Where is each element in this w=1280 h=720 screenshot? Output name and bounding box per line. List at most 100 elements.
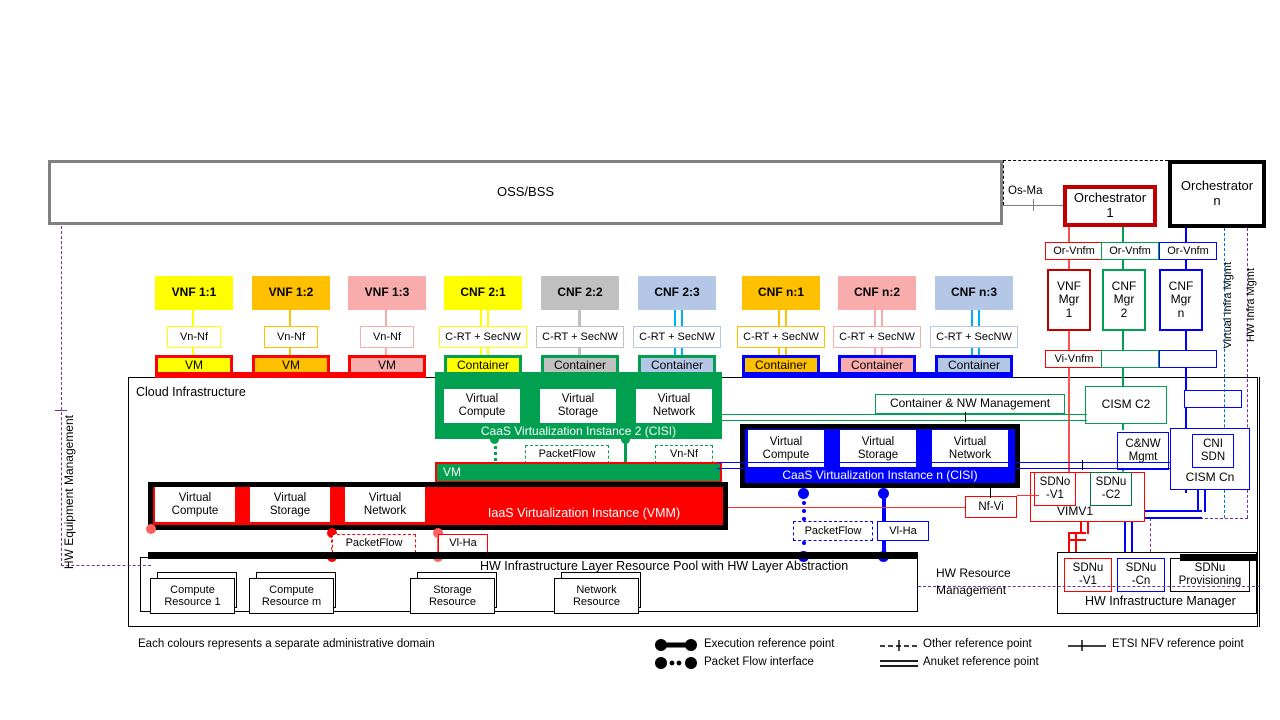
rp-packetflow-vmm[interactable]: PacketFlow	[332, 534, 416, 553]
runtime-label: VM	[282, 358, 300, 373]
nf-label: CNF n:1	[758, 285, 804, 300]
rp-crt-8[interactable]: C-RT + SecNW	[833, 326, 921, 348]
nf-box-cnf-2-2[interactable]: CNF 2:2	[541, 276, 619, 310]
vmm-virtual-storage[interactable]: Virtual Storage	[250, 487, 330, 522]
sdnu-provisioning-box[interactable]: SDNu Provisioning	[1170, 558, 1250, 592]
orchestrator-n-box[interactable]: Orchestrator n	[1168, 160, 1266, 228]
cni-sdn-box[interactable]: CNI SDN	[1192, 434, 1234, 468]
rp-label: C-RT + SecNW	[542, 330, 618, 343]
sdno-v1-box[interactable]: SDNo -V1	[1034, 472, 1076, 506]
runtime-label: Container	[553, 358, 607, 373]
hw-resource-1[interactable]: Compute Resource 1	[150, 578, 235, 614]
cnf-mgr-2-box[interactable]: CNF Mgr 2	[1102, 269, 1146, 331]
nf-box-cnf-n-1[interactable]: CNF n:1	[742, 276, 820, 310]
nf-box-vnf-1-3[interactable]: VNF 1:3	[348, 276, 426, 310]
rp-vn-nf-1[interactable]: Vn-Nf	[167, 326, 221, 348]
hwres-line1: Compute	[170, 583, 215, 596]
rp-vn-nf-cisi2[interactable]: Vn-Nf	[655, 445, 713, 464]
rp-nf-vi[interactable]: Nf-Vi	[965, 496, 1017, 518]
hw-equipment-mgmt-tick	[55, 410, 67, 411]
rp-mgr3-bottom[interactable]	[1159, 350, 1217, 368]
vimv1-label: VIMV1	[1057, 504, 1094, 518]
rp-mgr2-bottom[interactable]	[1101, 350, 1159, 368]
cism-cn-down-line	[1197, 490, 1206, 512]
vmm-virtual-compute[interactable]: Virtual Compute	[155, 487, 235, 522]
runtime-label: VM	[378, 358, 396, 373]
vmm-virtual-network[interactable]: Virtual Network	[345, 487, 425, 522]
oss-bss-box[interactable]: OSS/BSS	[48, 160, 1003, 225]
nf-box-cnf-2-1[interactable]: CNF 2:1	[444, 276, 522, 310]
vc2-line2: Compute	[762, 448, 810, 461]
rp-packetflow-cisin[interactable]: PacketFlow	[793, 521, 873, 541]
rp-vlha-vmm[interactable]: Vl-Ha	[438, 534, 488, 553]
dot-cisin-packetflow-top	[798, 488, 809, 499]
rp-vi-vnfm[interactable]: Vi-Vnfm	[1045, 350, 1103, 368]
cnf-mgr-n-box[interactable]: CNF Mgr n	[1159, 269, 1203, 331]
cisi2-virtual-compute[interactable]: Virtual Compute	[444, 389, 520, 423]
mgr2-line3: 2	[1120, 305, 1128, 320]
vimv1-down-line-2	[1068, 534, 1077, 558]
mgr3-line2: Mgr	[1170, 292, 1192, 307]
vmm-label: IaaS Virtualization Instance (VMM)	[487, 506, 681, 520]
orchestrator-1-box[interactable]: Orchestrator 1	[1063, 185, 1157, 227]
nf-box-vnf-1-2[interactable]: VNF 1:2	[252, 276, 330, 310]
nf-box-cnf-n-3[interactable]: CNF n:3	[935, 276, 1013, 310]
rp-or-vnfm-3[interactable]: Or-Vnfm	[1159, 242, 1217, 260]
cisin-virtual-storage[interactable]: Virtual Storage	[840, 430, 916, 467]
hw-pool-box	[140, 557, 918, 612]
vn2-line1: Virtual	[953, 435, 987, 448]
vm-bar-green[interactable]	[435, 462, 722, 483]
nf-label: VNF 1:3	[364, 285, 410, 300]
rp-packetflow-cisi2[interactable]: PacketFlow	[525, 445, 609, 464]
hw-resource-2[interactable]: Compute Resource m	[249, 578, 334, 614]
sdnu-cn-up-line	[1124, 510, 1133, 558]
legend-anuket-icon	[880, 660, 918, 667]
rp-crt-6[interactable]: C-RT + SecNW	[633, 326, 721, 348]
vnf-mgr-1-box[interactable]: VNF Mgr 1	[1047, 269, 1091, 331]
runtime-box-vm-1[interactable]: VM	[155, 355, 233, 377]
runtime-label: Container	[456, 358, 510, 373]
sdnuv1-line2: -V1	[1079, 575, 1097, 587]
rp-label: Vn-Nf	[372, 330, 402, 343]
rp-vn-nf-3[interactable]: Vn-Nf	[360, 326, 414, 348]
cisi-n-label: CaaS Virtualization Instance n (CISI)	[782, 467, 978, 482]
nf-vi-tick	[990, 488, 991, 498]
mgr3-line3: n	[1177, 305, 1185, 320]
cisi2-virtual-storage[interactable]: Virtual Storage	[540, 389, 616, 423]
c-nw-mgmt-box[interactable]: C&NW Mgmt	[1117, 432, 1169, 470]
vs3-line1: Virtual	[273, 491, 307, 504]
rp-vn-nf-2[interactable]: Vn-Nf	[264, 326, 318, 348]
nf-box-cnf-n-2[interactable]: CNF n:2	[838, 276, 916, 310]
nf-box-cnf-2-3[interactable]: CNF 2:3	[638, 276, 716, 310]
legend-anuket-label: Anuket reference point	[923, 656, 1039, 668]
legend-packetflow-icon	[655, 657, 697, 669]
orchestrator-1-label: Orchestrator	[1073, 190, 1147, 206]
vmm-band[interactable]	[148, 482, 728, 530]
c-nw-mgmt-double-line	[717, 462, 1177, 469]
nf-box-vnf-1-1[interactable]: VNF 1:1	[155, 276, 233, 310]
orchestrator-1-index: 1	[1106, 205, 1114, 220]
rp-vlha-cisin[interactable]: Vl-Ha	[877, 521, 929, 541]
cisin-virtual-network[interactable]: Virtual Network	[932, 430, 1008, 467]
nf-label: VNF 1:1	[171, 285, 217, 300]
virtual-infra-mgmt-line	[1224, 228, 1225, 518]
rp-crt-4[interactable]: C-RT + SecNW	[439, 326, 527, 348]
container-nw-management-box[interactable]: Container & NW Management	[875, 394, 1065, 414]
rp-crt-7[interactable]: C-RT + SecNW	[737, 326, 825, 348]
hw-equipment-mgmt-label: HW Equipment Management	[62, 415, 76, 570]
vc-line1: Virtual	[465, 393, 499, 406]
sdnu-c2-box[interactable]: SDNu -C2	[1090, 472, 1132, 506]
hw-resource-4[interactable]: Network Resource	[554, 578, 639, 614]
cisi2-virtual-network[interactable]: Virtual Network	[636, 389, 712, 423]
hw-resource-3[interactable]: Storage Resource	[410, 578, 495, 614]
rp-crt-5[interactable]: C-RT + SecNW	[536, 326, 624, 348]
rp-crt-9[interactable]: C-RT + SecNW	[930, 326, 1018, 348]
mgr1-line3: 1	[1065, 305, 1073, 320]
rp-or-vnfm-2[interactable]: Or-Vnfm	[1101, 242, 1159, 260]
runtime-box-container-6[interactable]: Container	[638, 355, 716, 377]
cism-c2-box[interactable]: CISM C2	[1085, 386, 1167, 424]
rp-or-vnfm-1[interactable]: Or-Vnfm	[1045, 242, 1103, 260]
mgr3-line1: CNF	[1168, 278, 1194, 293]
rp-mgr3-bottom-2[interactable]	[1184, 390, 1242, 408]
cisin-virtual-compute[interactable]: Virtual Compute	[748, 430, 824, 467]
